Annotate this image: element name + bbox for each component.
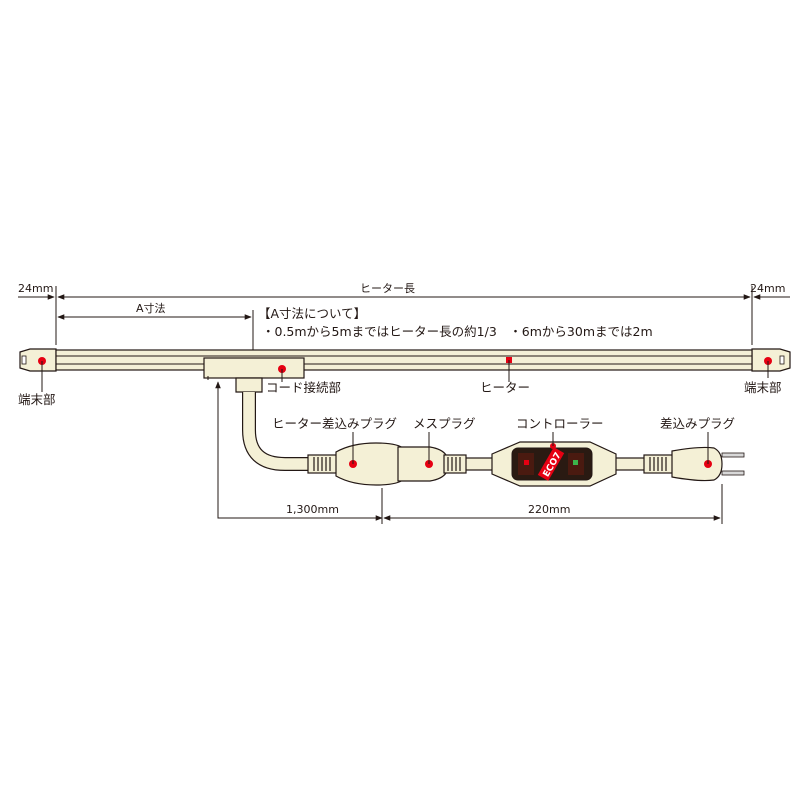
- dim-a: A寸法: [136, 301, 166, 315]
- note-line: ・0.5mから5mまではヒーター長の約1/3 ・6mから30mまでは2m: [262, 324, 653, 339]
- label-heater: ヒーター: [480, 380, 530, 395]
- dim-cord-length: 1,300mm: [286, 503, 339, 516]
- controller: ECO7: [491, 441, 617, 487]
- dim-heater-length: ヒーター長: [360, 282, 415, 295]
- label-controller: コントローラー: [516, 416, 604, 431]
- cord-connection-block: [203, 357, 305, 379]
- heater-bar: [19, 348, 791, 393]
- dim-right-end: 24mm: [750, 282, 785, 295]
- controller-led-green-icon: [573, 460, 578, 465]
- terminal-left-cap: [19, 348, 57, 372]
- label-terminal-left: 端末部: [18, 392, 56, 407]
- note-title: 【A寸法について】: [258, 306, 366, 321]
- label-plug: 差込みプラグ: [660, 416, 735, 431]
- dim-plug-length: 220mm: [528, 503, 570, 516]
- plug-prong-bottom: [721, 470, 745, 476]
- plug-prong-top: [721, 452, 745, 458]
- wall-plug: [643, 446, 745, 482]
- dimension-lines: [18, 286, 790, 352]
- female-plug: [397, 446, 467, 482]
- dim-left-end: 24mm: [18, 282, 53, 295]
- label-cord-connection: コード接続部: [266, 380, 341, 395]
- dim-line-cord: [215, 381, 383, 521]
- heater-body: [55, 349, 753, 371]
- label-terminal-right: 端末部: [744, 380, 782, 395]
- bottom-dimension-lines: [207, 376, 723, 524]
- controller-led-red-icon: [524, 460, 529, 465]
- label-heater-plug: ヒーター差込みプラグ: [272, 416, 397, 431]
- label-female-plug: メスプラグ: [413, 416, 476, 431]
